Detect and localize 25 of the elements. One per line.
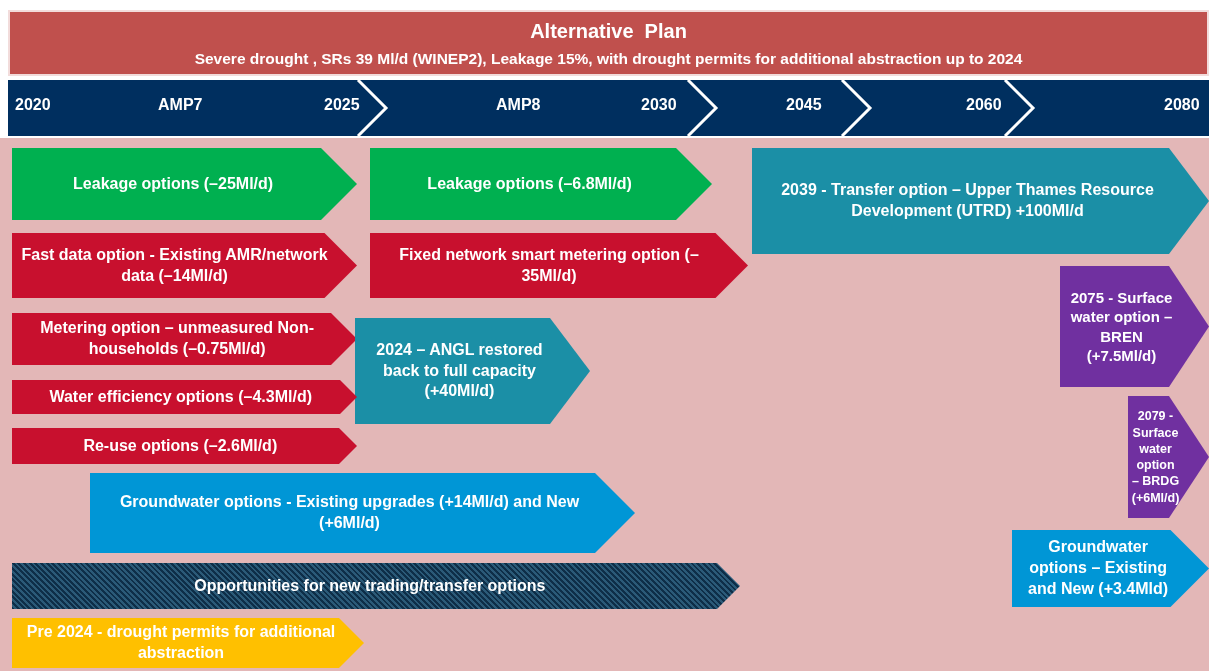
arrow-box-text: 2075 - Surface water option – BREN (+7.5Ml/d) [1069, 287, 1174, 366]
timeline-label: 2020 [15, 96, 51, 114]
arrow-box-text: Water efficiency options (–4.3Ml/d) [49, 386, 312, 407]
arrow-box-text: 2079 - Surface water option – BRDG (+6Ml/d) [1131, 408, 1180, 506]
arrow-box-text: Metering option – unmeasured Non-households (–0.75Ml/d) [39, 318, 315, 359]
timeline-label: AMP8 [496, 96, 541, 114]
arrow-box-text: Groundwater options – Existing and New (+3.4Mld) [1027, 537, 1170, 599]
arrow-box-text: Fast data option - Existing AMR/network data (–14Ml/d) [20, 244, 329, 286]
arrow-box-text: Re-use options (–2.6Ml/d) [83, 435, 278, 456]
timeline-label: 2030 [641, 96, 677, 114]
arrow-box-text: Groundwater options - Existing upgrades (+14Ml/d) and New (+6Ml/d) [118, 492, 581, 533]
timeline-label: 2080 [1164, 96, 1200, 114]
arrow-box-text: Leakage options (–6.8Ml/d) [427, 173, 632, 194]
timeline-label: 2060 [966, 96, 1002, 114]
arrow-box-text: Opportunities for new trading/transfer options [194, 575, 546, 596]
timeline-label: 2045 [786, 96, 822, 114]
timeline-label: AMP7 [158, 96, 203, 114]
arrow-box-text: 2039 - Transfer option – Upper Thames Resource Development (UTRD) +100Ml/d [780, 180, 1155, 221]
arrow-box-text: Leakage options (–25Ml/d) [73, 173, 274, 194]
arrow-box-text: Fixed network smart metering option (–35Ml/d) [398, 244, 700, 286]
subtitle: Severe drought , SRs 39 Ml/d (WINEP2), Leakage 15%, with drought permits for additional abstraction up to 2024 [193, 50, 1024, 68]
title: Alternative Plan [529, 20, 688, 43]
arrow-box-text: 2024 – ANGL restored back to full capacity (+40Ml/d) [375, 339, 544, 402]
timeline-label: 2025 [324, 96, 360, 114]
arrow-box-text: Pre 2024 - drought permits for additional abstraction [25, 622, 337, 663]
